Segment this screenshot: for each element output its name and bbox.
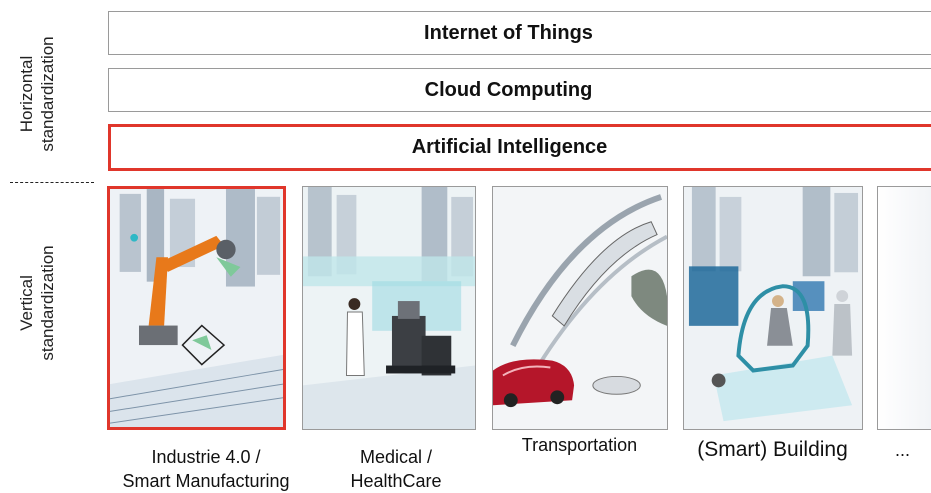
caption-industrie-manufacturing: Industrie 4.0 / Smart Manufacturing: [122, 447, 290, 491]
tile-transportation: [492, 186, 668, 430]
transportation-illustration: [493, 187, 667, 429]
medical-illustration: [303, 187, 475, 429]
axis-divider: [10, 182, 94, 183]
layer-label: Internet of Things: [424, 21, 593, 44]
tile-more: [877, 186, 931, 430]
caption-medical-healthcare: Medical / HealthCare: [350, 447, 442, 491]
horizontal-standardization-label: Horizontal standardization: [17, 36, 57, 152]
layer-label: Cloud Computing: [424, 78, 593, 101]
vertical-standardization-label: Vertical standardization: [17, 245, 57, 361]
layer-label: Artificial Intelligence: [411, 136, 608, 158]
caption-transportation: Transportation: [521, 435, 638, 455]
manufacturing-illustration: [110, 189, 283, 427]
caption-smart-building: (Smart) Building: [697, 438, 848, 461]
layer-internet-of-things: Internet of Things: [108, 11, 931, 55]
tile-medical-healthcare: [302, 186, 476, 430]
layer-cloud-computing: Cloud Computing: [108, 68, 931, 112]
caption-more: ...: [894, 440, 910, 460]
layer-artificial-intelligence: Artificial Intelligence: [108, 124, 931, 171]
tile-industrie-manufacturing: [107, 186, 286, 430]
building-illustration: [684, 187, 862, 429]
tile-smart-building: [683, 186, 863, 430]
